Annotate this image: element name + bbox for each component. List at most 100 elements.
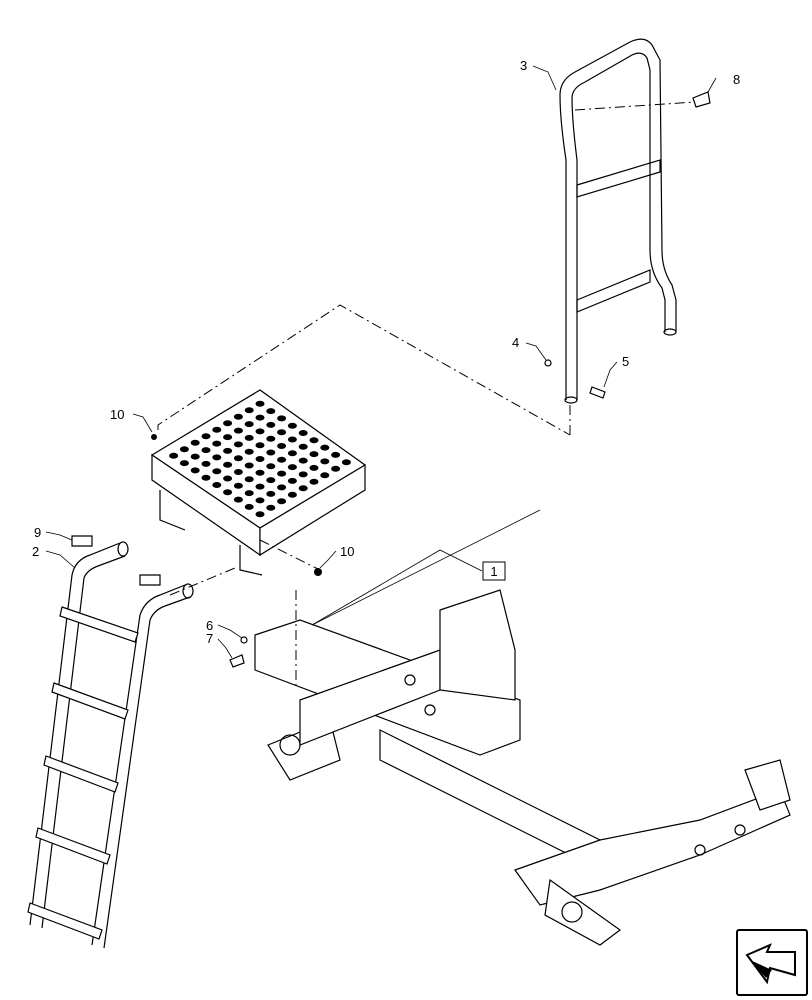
perforation-hole bbox=[277, 456, 287, 463]
perforation-hole bbox=[341, 459, 351, 466]
perforation-hole bbox=[255, 469, 265, 476]
assembly-lines bbox=[157, 101, 696, 690]
perforation-hole bbox=[309, 437, 319, 444]
perforation-hole bbox=[266, 504, 276, 511]
perforation-hole bbox=[277, 470, 287, 477]
step-platform bbox=[150, 389, 367, 576]
perforation-hole bbox=[255, 456, 265, 462]
perforation-hole bbox=[223, 475, 233, 482]
perforation-hole bbox=[190, 453, 200, 460]
perforation-hole bbox=[287, 464, 297, 471]
perforation-hole bbox=[212, 482, 222, 488]
perforation-hole bbox=[255, 511, 265, 518]
perforation-hole bbox=[244, 407, 254, 414]
perforation-hole bbox=[244, 490, 254, 497]
perforation-hole bbox=[255, 483, 265, 490]
perforation-hole bbox=[320, 444, 330, 451]
callout-4: 4 bbox=[512, 335, 519, 350]
perforation-hole bbox=[320, 458, 330, 465]
nut-4 bbox=[544, 359, 552, 367]
perforation-holes bbox=[169, 400, 351, 518]
clip-9 bbox=[71, 535, 93, 547]
handrail bbox=[559, 38, 677, 404]
perforation-hole bbox=[266, 449, 276, 456]
perforation-hole bbox=[244, 421, 254, 428]
perforation-hole bbox=[287, 422, 297, 429]
nut-10a bbox=[151, 434, 157, 440]
perforation-hole bbox=[212, 454, 222, 461]
perforation-hole bbox=[244, 434, 254, 441]
perforation-hole bbox=[233, 469, 243, 475]
perforation-hole bbox=[287, 491, 297, 498]
frame bbox=[254, 589, 791, 946]
perforation-hole bbox=[277, 484, 287, 491]
perforation-hole bbox=[255, 497, 265, 504]
perforation-hole bbox=[244, 462, 254, 469]
perforation-hole bbox=[266, 408, 276, 415]
perforation-hole bbox=[266, 463, 276, 470]
perforation-hole bbox=[233, 455, 243, 462]
perforation-hole bbox=[179, 446, 189, 453]
perforation-hole bbox=[169, 452, 179, 459]
perforation-hole bbox=[233, 496, 243, 503]
leader-lines bbox=[45, 65, 717, 659]
ladder bbox=[27, 541, 194, 949]
perforation-hole bbox=[201, 433, 211, 440]
callout-10-top: 10 bbox=[110, 407, 124, 422]
perforation-hole bbox=[233, 441, 243, 448]
perforation-hole bbox=[309, 464, 319, 471]
perforation-hole bbox=[255, 400, 265, 407]
perforation-hole bbox=[255, 414, 265, 421]
perforation-hole bbox=[298, 443, 308, 450]
perforation-hole bbox=[244, 448, 254, 455]
perforation-hole bbox=[309, 451, 319, 458]
perforation-hole bbox=[266, 435, 276, 442]
callout-9: 9 bbox=[34, 525, 41, 540]
perforation-hole bbox=[223, 489, 233, 496]
perforation-hole bbox=[233, 482, 243, 489]
callout-3: 3 bbox=[520, 58, 527, 73]
perforation-hole bbox=[277, 443, 287, 449]
perforation-hole bbox=[266, 421, 276, 428]
perforation-hole bbox=[190, 467, 200, 474]
perforation-hole bbox=[298, 457, 308, 464]
perforation-hole bbox=[223, 434, 233, 441]
perforation-hole bbox=[287, 450, 297, 457]
perforation-hole bbox=[201, 460, 211, 467]
perforation-hole bbox=[212, 426, 222, 433]
perforation-hole bbox=[179, 460, 189, 467]
bolt-7 bbox=[229, 654, 245, 668]
callout-8: 8 bbox=[733, 72, 740, 87]
perforation-hole bbox=[223, 447, 233, 454]
fasteners bbox=[71, 91, 711, 668]
perforation-hole bbox=[223, 420, 233, 427]
perforation-hole bbox=[255, 428, 265, 435]
ladder-steps bbox=[27, 606, 139, 940]
callout-1: 1 bbox=[490, 564, 497, 579]
perforation-hole bbox=[244, 503, 254, 510]
perforation-hole bbox=[266, 477, 276, 484]
callout-7: 7 bbox=[206, 631, 213, 646]
perforation-hole bbox=[277, 429, 287, 436]
perforation-hole bbox=[287, 477, 297, 484]
perforation-hole bbox=[212, 440, 222, 447]
perforation-hole bbox=[223, 461, 233, 468]
washer-6 bbox=[240, 636, 248, 644]
perforation-hole bbox=[266, 490, 276, 497]
perforation-hole bbox=[298, 430, 308, 436]
callout-6: 6 bbox=[206, 618, 213, 633]
perforation-hole bbox=[244, 476, 254, 483]
perforation-hole bbox=[277, 415, 287, 422]
perforation-hole bbox=[298, 471, 308, 478]
perforation-hole bbox=[201, 447, 211, 454]
perforation-hole bbox=[233, 427, 243, 434]
perforation-hole bbox=[233, 413, 243, 420]
perforation-hole bbox=[298, 485, 308, 492]
perforation-hole bbox=[331, 451, 341, 458]
bracket-clip bbox=[139, 574, 161, 586]
perforation-hole bbox=[287, 436, 297, 443]
perforation-hole bbox=[201, 474, 211, 481]
perforation-hole bbox=[309, 478, 319, 485]
